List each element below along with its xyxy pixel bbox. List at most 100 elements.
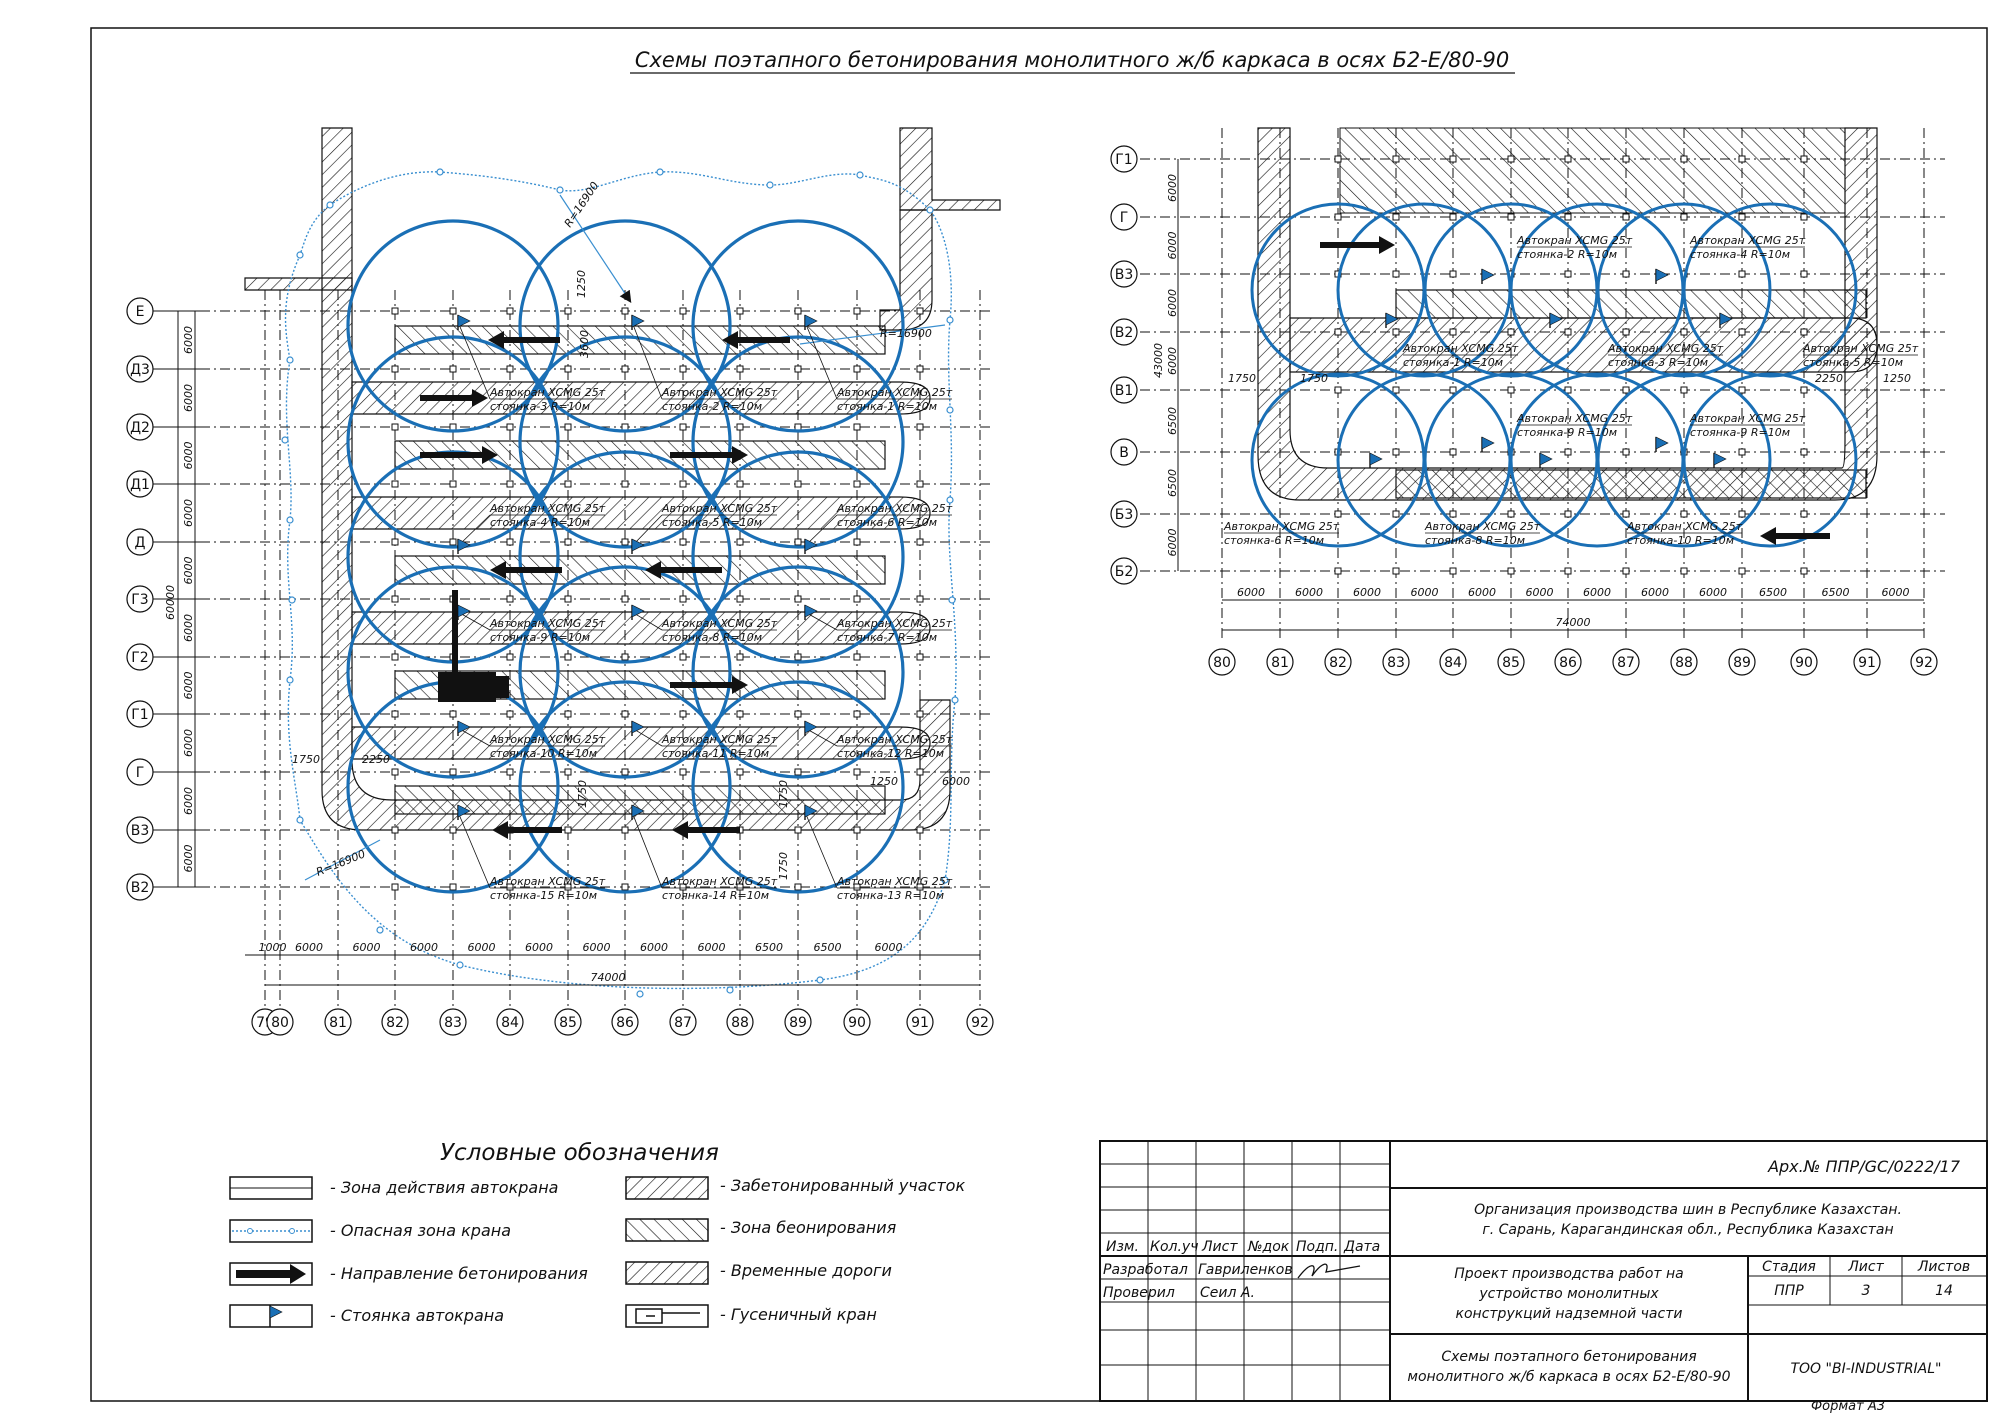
- right-column-marker: [1680, 510, 1688, 518]
- left-column-marker: [449, 826, 457, 834]
- left-danger-marker-9: [941, 876, 949, 884]
- right-column-marker: [1800, 270, 1808, 278]
- left-stand-flag-1: [457, 314, 471, 328]
- right-column-marker: [1564, 270, 1572, 278]
- left-row-dim-8: 6000: [182, 729, 195, 757]
- tb-org-2: г. Сарань, Карагандинская обл., Республи…: [1482, 1222, 1893, 1238]
- right-stand-label-3: стоянка-1 R=10м: [1403, 356, 1503, 369]
- left-row-dim-4: 6000: [182, 499, 195, 527]
- left-column-marker: [621, 365, 629, 373]
- left-col-bubble-80: [266, 1008, 294, 1036]
- tb-drawing-1: Схемы поэтапного бетонирования: [1441, 1349, 1696, 1365]
- left-arrow-9: [492, 821, 562, 839]
- left-column-marker: [736, 595, 744, 603]
- left-temp-road-loop-1: [351, 381, 931, 415]
- left-column-marker: [621, 768, 629, 776]
- right-row-dim-6: 6500: [1166, 469, 1179, 497]
- right-stand-crane-3: Автокран XCMG 25т: [1402, 342, 1519, 355]
- left-column-marker: [621, 710, 629, 718]
- right-stand-flag-8: [1369, 452, 1383, 466]
- right-column-marker: [1738, 448, 1746, 456]
- left-danger-marker-4: [286, 676, 294, 684]
- right-column-marker: [1507, 213, 1515, 221]
- left-stand-label-12: стоянка-12 R=10м: [837, 747, 944, 760]
- right-col-dim-5: 6000: [1468, 586, 1496, 599]
- left-stand-flag-14: [631, 804, 645, 818]
- tb-drawing-2: монолитного ж/б каркаса в осях Б2-Е/80-9…: [1407, 1369, 1730, 1385]
- left-row-axis-В3: В3: [131, 823, 150, 839]
- left-column-marker: [391, 710, 399, 718]
- left-arrow-5: [670, 446, 748, 464]
- right-stand-label-4: стоянка-3 R=10м: [1608, 356, 1708, 369]
- right-col-dim-7: 6000: [1583, 586, 1611, 599]
- right-stand-crane-8: Автокран XCMG 25т: [1223, 520, 1340, 533]
- left-column-marker: [621, 307, 629, 315]
- left-danger-marker-6: [456, 961, 464, 969]
- left-column-marker: [564, 768, 572, 776]
- left-crane-zone-6: [691, 335, 905, 549]
- left-col-axis-91: 91: [911, 1015, 929, 1031]
- crawler-crane-cab: [495, 676, 509, 698]
- left-crane-zone-3: [691, 219, 905, 433]
- left-dim-1250-top: 1250: [575, 270, 588, 298]
- right-column-marker: [1449, 448, 1457, 456]
- left-stand-crane-2: Автокран XCMG 25т: [661, 386, 778, 399]
- right-concrete-strip-1: [1395, 289, 1867, 319]
- right-arrow-1: [1320, 236, 1395, 254]
- left-column-marker: [564, 480, 572, 488]
- right-column-marker: [1800, 213, 1808, 221]
- left-danger-marker-20: [281, 436, 289, 444]
- left-column-marker: [736, 480, 744, 488]
- left-stand-leader-8: [631, 611, 663, 631]
- legend-item-crane-zone: - Зона действия автокрана: [330, 1178, 558, 1197]
- left-stand-label-5: стоянка-5 R=10м: [662, 516, 762, 529]
- tb-signature: [1297, 1263, 1361, 1279]
- left-dim-6000-v: 1750: [576, 780, 589, 808]
- left-column-marker: [449, 883, 457, 891]
- left-stand-flag-5: [631, 538, 645, 552]
- right-grid-lines: [1140, 128, 1945, 640]
- right-arrow-2: [1760, 527, 1830, 545]
- right-row-dim-1: 6000: [1166, 174, 1179, 202]
- left-stand-leader-5: [631, 514, 663, 547]
- right-row-axis-В3: В3: [1115, 267, 1134, 283]
- left-stand-crane-14: Автокран XCMG 25т: [661, 875, 778, 888]
- legend-symbol-concreting-zone: [625, 1218, 709, 1242]
- left-column-marker: [391, 768, 399, 776]
- left-stand-label-4: стоянка-4 R=10м: [490, 516, 590, 529]
- right-column-marker: [1507, 155, 1515, 163]
- left-column-marker: [564, 826, 572, 834]
- left-column-marker: [736, 653, 744, 661]
- tb-project-1: Проект производства работ на: [1454, 1266, 1683, 1282]
- left-column-marker: [621, 653, 629, 661]
- left-arrow-6: [490, 561, 562, 579]
- right-row-bubble-В3: [1110, 260, 1138, 288]
- left-stand-leader-4: [457, 514, 491, 547]
- left-stand-leader-6: [804, 514, 838, 547]
- left-column-marker: [679, 883, 687, 891]
- left-stand-flag-8: [631, 604, 645, 618]
- left-stand-crane-10: Автокран XCMG 25т: [489, 733, 606, 746]
- left-arrow-7: [645, 561, 722, 579]
- right-col-bubble-90: [1790, 648, 1818, 676]
- right-col-dim-10: 6500: [1759, 586, 1787, 599]
- left-stand-flag-13: [457, 804, 471, 818]
- left-column-marker: [391, 538, 399, 546]
- left-column-marker: [736, 365, 744, 373]
- right-row-dim-7: 6000: [1166, 529, 1179, 557]
- sheet-frame: [90, 27, 1988, 1402]
- left-stand-leader-13: [457, 811, 491, 889]
- left-row-axis-Г2: Г2: [131, 650, 148, 666]
- left-column-marker: [449, 423, 457, 431]
- right-crane-zone-b-3: [1682, 202, 1858, 378]
- left-column-marker: [794, 768, 802, 776]
- tb-sheets-label: Листов: [1917, 1259, 1970, 1275]
- right-stand-label-9: стоянка-8 R=10м: [1425, 534, 1525, 547]
- left-row-total: 60000: [164, 585, 177, 620]
- legend-item-direction: - Направление бетонирования: [330, 1264, 588, 1283]
- right-column-marker: [1392, 270, 1400, 278]
- crawler-crane-body: [438, 672, 496, 702]
- left-column-marker: [564, 365, 572, 373]
- legend-symbol-direction-frame: [229, 1262, 313, 1286]
- left-column-marker: [679, 423, 687, 431]
